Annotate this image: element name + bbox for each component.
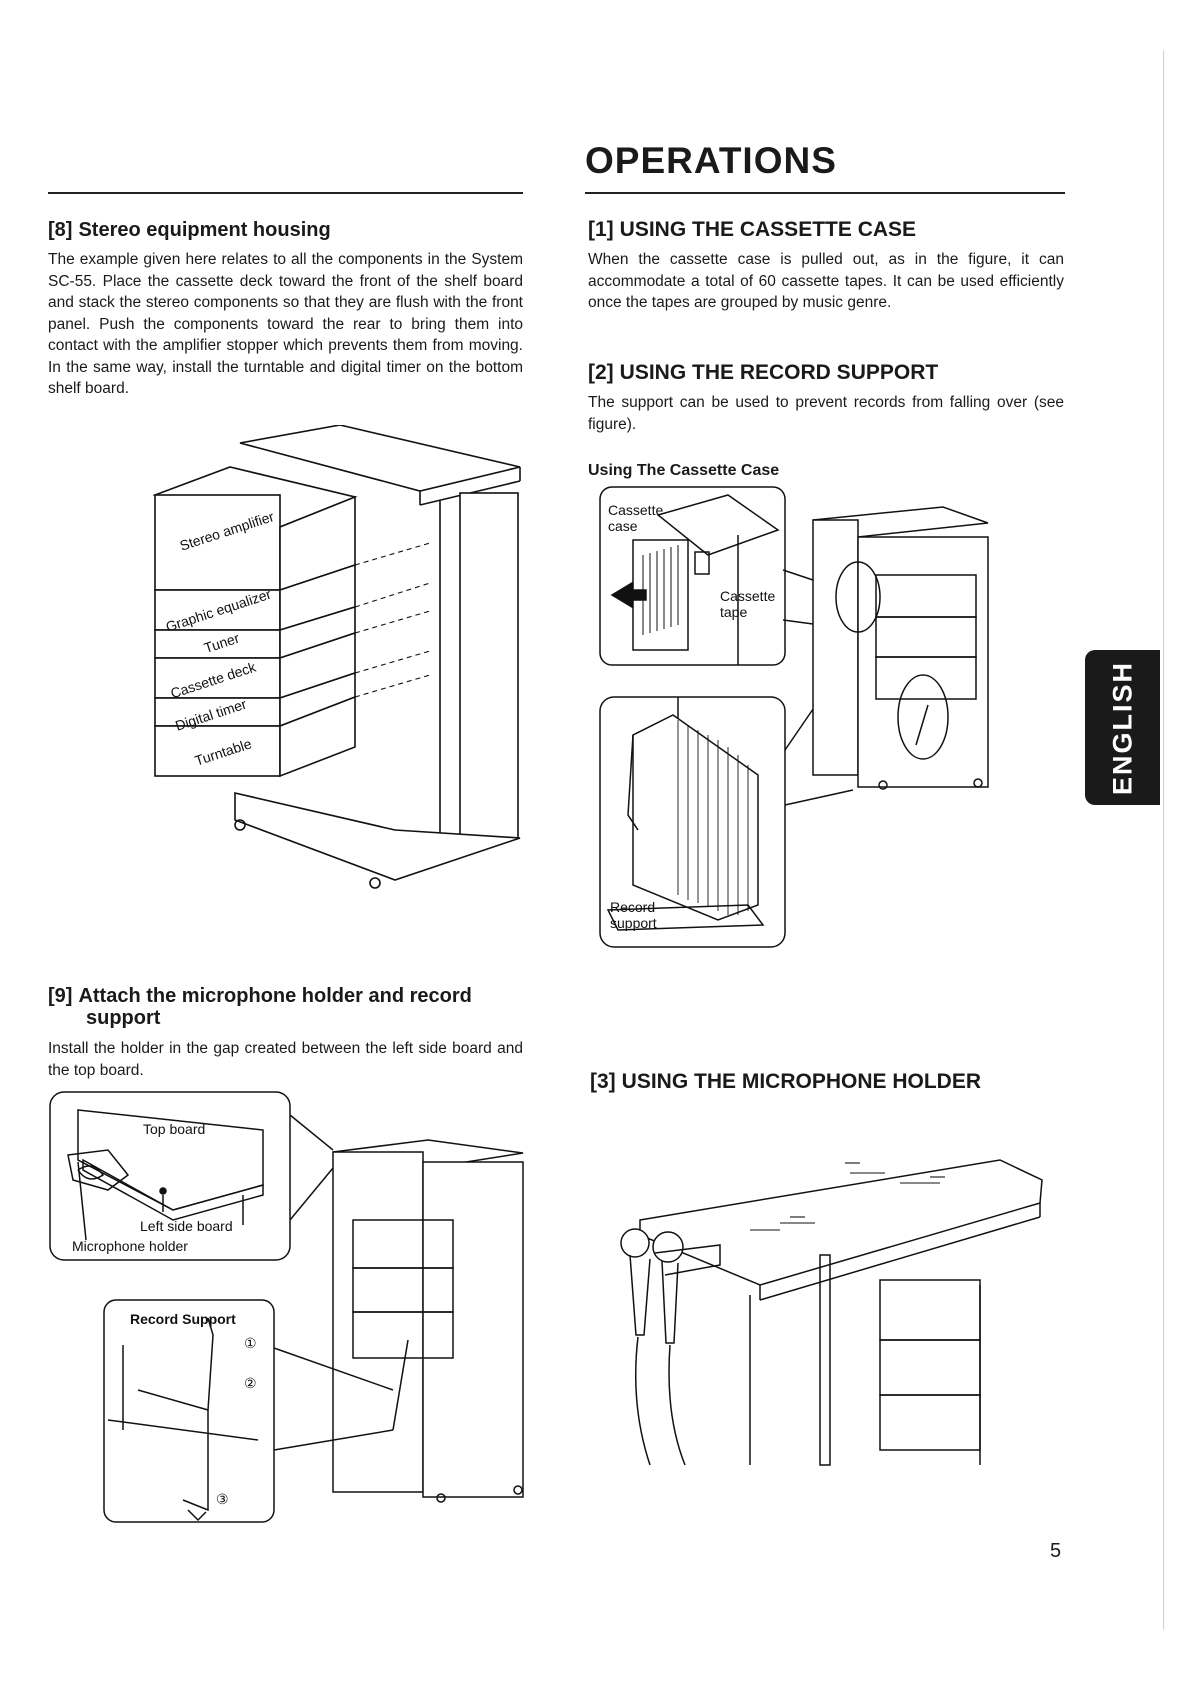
section-2-number: [2]: [588, 361, 614, 384]
label-step-3: ③: [216, 1491, 229, 1507]
section-1-body: When the cassette case is pulled out, as…: [588, 251, 1064, 311]
language-tab-label: ENGLISH: [1107, 660, 1137, 795]
section-3-title: USING THE MICROPHONE HOLDER: [621, 1070, 982, 1093]
left-rule: [48, 192, 523, 194]
label-step-1: ①: [244, 1335, 257, 1351]
label-cassette-tape-1: Cassette: [720, 588, 775, 604]
label-record-support-title: Record Support: [130, 1311, 236, 1327]
section-9-body: Install the holder in the gap created be…: [48, 1040, 523, 1079]
section-1-number: [1]: [588, 218, 614, 241]
section-1-heading: [1]USING THE CASSETTE CASE: [588, 218, 916, 242]
label-record-support-2: support: [610, 915, 657, 931]
section-8-title: Stereo equipment housing: [78, 219, 331, 241]
section-1-title: USING THE CASSETTE CASE: [619, 218, 917, 241]
label-cassette-case-2: case: [608, 518, 638, 534]
section-2-heading: [2]USING THE RECORD SUPPORT: [588, 361, 938, 385]
section-2-body: The support can be used to prevent recor…: [588, 394, 1064, 433]
language-tab: ENGLISH: [1085, 650, 1160, 805]
page-edge-line: [1163, 50, 1164, 1630]
section-9-title-line1: Attach the microphone holder and record: [78, 985, 472, 1007]
page-number: 5: [1050, 1540, 1062, 1562]
cassette-case-figure: Cassette case Cassette tape Record suppo…: [598, 485, 1063, 960]
label-record-support-1: Record: [610, 899, 655, 915]
cassette-figure-caption: Using The Cassette Case: [588, 462, 780, 479]
label-step-2: ②: [244, 1375, 257, 1391]
section-3-number: [3]: [590, 1070, 616, 1093]
section-3-heading: [3]USING THE MICROPHONE HOLDER: [590, 1070, 981, 1094]
section-9-number: [9]: [48, 985, 73, 1007]
page-title: OPERATIONS: [585, 140, 837, 181]
section-9-heading: [9]Attach the microphone holder and reco…: [48, 985, 528, 1029]
section-8-heading: [8]Stereo equipment housing: [48, 219, 331, 242]
right-rule: [585, 192, 1065, 194]
label-left-side-board: Left side board: [140, 1218, 233, 1234]
label-cassette-case-1: Cassette: [608, 502, 663, 518]
section-2-title: USING THE RECORD SUPPORT: [619, 361, 939, 384]
section-9-title-line2: support: [86, 1007, 161, 1029]
label-top-board: Top board: [143, 1121, 205, 1137]
section-8-body: The example given here relates to all th…: [48, 251, 523, 397]
section-8-number: [8]: [48, 219, 73, 241]
stereo-housing-figure: Stereo amplifier Graphic equalizer Tuner…: [150, 425, 530, 905]
label-cassette-tape-2: tape: [720, 604, 747, 620]
label-microphone-holder: Microphone holder: [72, 1238, 188, 1254]
microphone-holder-figure: [610, 1125, 1060, 1475]
mic-holder-figure: Top board Left side board Microphone hol…: [48, 1090, 533, 1530]
